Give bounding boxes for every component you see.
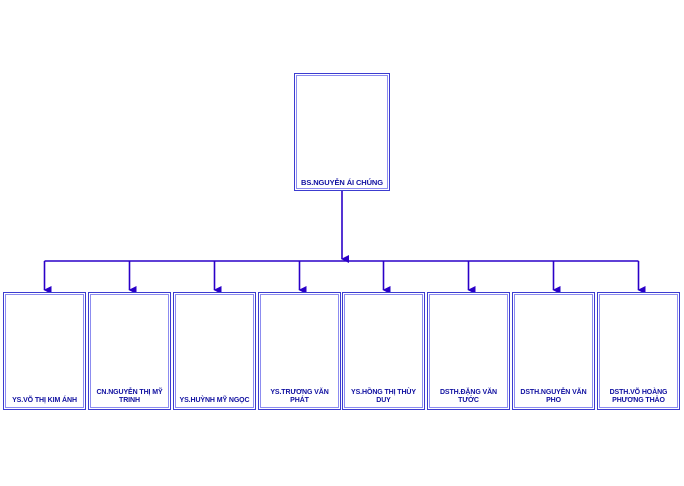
child-node-3: YS.HUỲNH MỸ NGỌC (173, 292, 256, 410)
child-node-label: DSTH.NGUYỄN VĂN PHO (520, 389, 587, 404)
child-node-label: DSTH.ĐẶNG VĂN TƯỚC (439, 389, 498, 404)
root-node: BS.NGUYỄN ÁI CHÚNG (294, 73, 390, 191)
child-node-4: YS.TRƯƠNG VĂN PHÁT (258, 292, 341, 410)
root-node-label: BS.NGUYỄN ÁI CHÚNG (301, 178, 383, 187)
child-node-label: YS.HỒNG THỊ THÙY DUY (351, 389, 416, 404)
child-node-label: YS.TRƯƠNG VĂN PHÁT (270, 389, 329, 404)
child-node-1: YS.VÕ THỊ KIM ÁNH (3, 292, 86, 410)
child-node-label: YS.HUỲNH MỸ NGỌC (179, 397, 250, 404)
child-node-2: CN.NGUYỄN THỊ MỸ TRINH (88, 292, 171, 410)
child-node-6: DSTH.ĐẶNG VĂN TƯỚC (427, 292, 510, 410)
child-node-label: CN.NGUYỄN THỊ MỸ TRINH (96, 389, 163, 404)
child-node-label: DSTH.VÕ HOÀNG PHƯƠNG THẢO (609, 389, 668, 404)
child-node-5: YS.HỒNG THỊ THÙY DUY (342, 292, 425, 410)
child-node-label: YS.VÕ THỊ KIM ÁNH (12, 397, 77, 404)
child-node-8: DSTH.VÕ HOÀNG PHƯƠNG THẢO (597, 292, 680, 410)
child-node-7: DSTH.NGUYỄN VĂN PHO (512, 292, 595, 410)
